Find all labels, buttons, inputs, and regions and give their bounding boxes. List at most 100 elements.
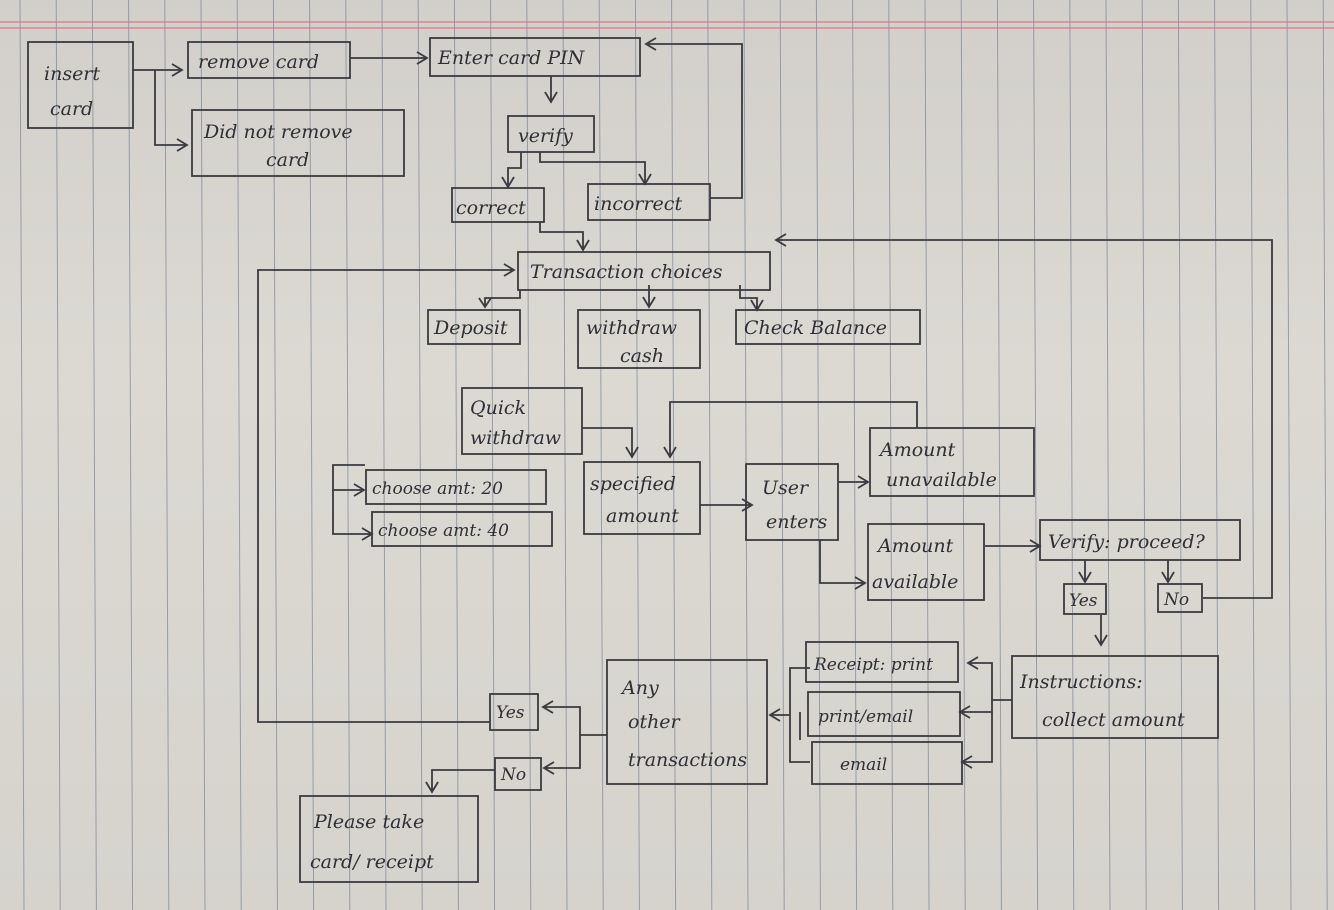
- box-receipt-print-label: Receipt: print: [813, 655, 933, 675]
- box-insert-card-line2: card: [50, 98, 93, 120]
- box-did-not-remove-line2: card: [266, 149, 309, 171]
- ruled-line-34: [1250, 0, 1256, 910]
- box-enter-pin-label: Enter card PIN: [437, 47, 586, 69]
- box-choose-20-label: choose amt: 20: [372, 479, 503, 499]
- ruled-line-26: [960, 0, 966, 910]
- ruled-line-33: [1214, 0, 1220, 910]
- box-deposit: Deposit: [427, 309, 521, 345]
- box-withdraw-cash-line2: cash: [620, 345, 664, 367]
- ruled-line-16: [598, 0, 604, 910]
- box-any-other: Any other transactions: [606, 659, 768, 785]
- box-transaction-choices: Transaction choices: [517, 251, 771, 291]
- box-incorrect: incorrect: [587, 183, 711, 221]
- box-instructions: Instructions: collect amount: [1011, 655, 1219, 739]
- box-withdraw-cash-line1: withdraw: [586, 317, 677, 339]
- ruled-line-31: [1141, 0, 1147, 910]
- ruled-line-4: [164, 0, 170, 910]
- ruled-line-27: [996, 0, 1002, 910]
- ruled-line-13: [490, 0, 496, 910]
- box-amount-available-line2: available: [872, 571, 958, 593]
- box-incorrect-label: incorrect: [594, 193, 682, 215]
- box-quick-withdraw-line2: withdraw: [470, 427, 561, 449]
- box-print-email: print/email: [807, 691, 961, 737]
- ruled-line-30: [1105, 0, 1111, 910]
- ruled-line-1: [55, 0, 61, 910]
- box-remove-card: remove card: [187, 41, 351, 79]
- ruled-line-2: [91, 0, 97, 910]
- box-choose-20: choose amt: 20: [365, 469, 547, 505]
- ruled-line-18: [671, 0, 677, 910]
- box-user-enters-line2: enters: [766, 511, 827, 533]
- box-verify-proceed: Verify: proceed?: [1039, 519, 1241, 561]
- ruled-line-23: [852, 0, 858, 910]
- ruled-line-3: [128, 0, 134, 910]
- box-correct: correct: [451, 187, 545, 223]
- ruled-line-22: [815, 0, 821, 910]
- box-yes-proceed-label: Yes: [1069, 591, 1098, 611]
- box-withdraw-cash: withdraw cash: [577, 309, 701, 369]
- ruled-line-11: [417, 0, 423, 910]
- box-specified-amount: specified amount: [583, 461, 701, 535]
- box-yes-other-label: Yes: [496, 703, 525, 723]
- box-insert-card: insert card: [27, 41, 134, 129]
- box-please-take-line1: Please take: [313, 811, 424, 833]
- box-did-not-remove: Did not remove card: [191, 109, 405, 177]
- box-check-balance: Check Balance: [735, 309, 921, 345]
- box-no-other: No: [494, 757, 542, 791]
- ruled-line-12: [453, 0, 459, 910]
- box-verify: verify: [507, 115, 595, 153]
- box-instructions-line1: Instructions:: [1019, 671, 1143, 693]
- box-choose-40-label: choose amt: 40: [378, 521, 509, 541]
- ruled-line-29: [1069, 0, 1075, 910]
- box-amount-unavailable-line2: unavailable: [886, 469, 997, 491]
- ruled-line-8: [309, 0, 315, 910]
- box-specified-amount-line1: specified: [590, 473, 676, 495]
- box-receipt-print: Receipt: print: [805, 641, 959, 683]
- box-any-other-line3: transactions: [628, 749, 747, 771]
- box-enter-pin: Enter card PIN: [429, 37, 641, 77]
- box-transaction-choices-label: Transaction choices: [530, 261, 723, 283]
- box-amount-available-line1: Amount: [876, 535, 954, 557]
- box-verify-label: verify: [518, 125, 573, 147]
- ruled-line-0: [19, 0, 25, 910]
- box-amount-available: Amount available: [867, 523, 985, 601]
- ruled-lines: [19, 0, 1328, 910]
- box-no-proceed: No: [1157, 583, 1203, 613]
- box-did-not-remove-line1: Did not remove: [203, 121, 353, 143]
- ruled-line-28: [1033, 0, 1039, 910]
- box-any-other-line2: other: [628, 711, 682, 733]
- box-user-enters-line1: User: [762, 477, 810, 499]
- ruled-line-35: [1286, 0, 1292, 910]
- ruled-line-20: [743, 0, 749, 910]
- box-choose-40: choose amt: 40: [371, 511, 553, 547]
- box-yes-proceed: Yes: [1063, 583, 1107, 615]
- box-instructions-line2: collect amount: [1042, 709, 1185, 731]
- ruled-line-5: [200, 0, 206, 910]
- ruled-line-19: [707, 0, 713, 910]
- box-quick-withdraw-line1: Quick: [470, 397, 526, 419]
- box-no-other-label: No: [500, 765, 526, 785]
- box-verify-proceed-label: Verify: proceed?: [1048, 531, 1206, 553]
- box-check-balance-label: Check Balance: [744, 317, 887, 339]
- box-please-take: Please take card/ receipt: [299, 795, 479, 883]
- box-amount-unavailable: Amount unavailable: [869, 427, 1035, 497]
- box-amount-unavailable-line1: Amount: [878, 439, 956, 461]
- ruled-line-7: [272, 0, 278, 910]
- box-correct-label: correct: [456, 197, 526, 219]
- ruled-line-24: [888, 0, 894, 910]
- box-remove-card-label: remove card: [198, 51, 319, 73]
- box-email: email: [811, 741, 963, 785]
- ruled-line-10: [381, 0, 387, 910]
- ruled-line-21: [779, 0, 785, 910]
- ruled-line-17: [634, 0, 640, 910]
- box-print-email-label: print/email: [818, 707, 913, 727]
- box-any-other-line1: Any: [620, 677, 659, 699]
- box-specified-amount-line2: amount: [606, 505, 679, 527]
- ruled-line-25: [924, 0, 930, 910]
- box-please-take-line2: card/ receipt: [310, 851, 434, 873]
- box-quick-withdraw: Quick withdraw: [461, 387, 583, 455]
- box-no-proceed-label: No: [1163, 590, 1189, 610]
- box-yes-other: Yes: [489, 693, 539, 731]
